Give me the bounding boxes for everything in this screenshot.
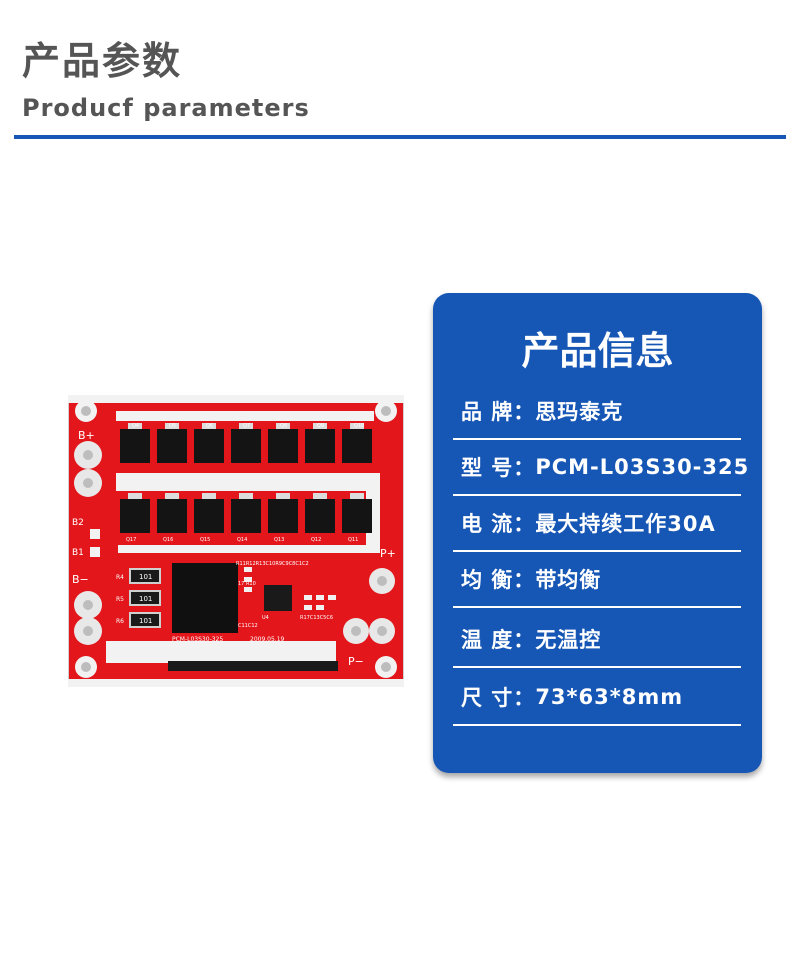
label-r4: R4 xyxy=(116,574,124,581)
info-row-label: 电 流： xyxy=(461,512,536,536)
info-row-size: 尺 寸： 73*63*8mm xyxy=(453,670,741,726)
product-info-title: 产品信息 xyxy=(521,329,674,373)
info-row-value: 最大持续工作30A xyxy=(535,512,716,536)
label-r5: R5 xyxy=(116,596,124,603)
top-ref-4: Q8 xyxy=(280,423,287,429)
info-row-value: 带均衡 xyxy=(535,568,602,592)
bottom-ref-3: Q14 xyxy=(237,537,247,543)
top-ref-1: Q5 xyxy=(169,423,176,429)
bottom-ref-0: Q17 xyxy=(126,537,136,543)
info-row-label: 尺 寸： xyxy=(461,686,536,710)
ic-refs-4: U4 xyxy=(262,615,269,621)
info-row-label: 温 度： xyxy=(461,628,536,652)
page-title: 产品参数 xyxy=(22,39,183,83)
label-b-plus: B+ xyxy=(78,429,95,442)
header-divider xyxy=(14,135,786,139)
ic-refs-3: C11C12 xyxy=(238,623,258,629)
pcb-board-image: B+ B2 B1 B− P+ P− R4 R5 R6 101 101 101 P… xyxy=(67,394,405,688)
label-p-minus: P− xyxy=(348,655,364,668)
top-ref-5: Q9 xyxy=(317,423,324,429)
info-row-value: PCM-L03S30-325 xyxy=(535,455,750,479)
info-row-temperature: 温 度： 无温控 xyxy=(453,612,741,668)
info-row-value: 无温控 xyxy=(535,628,602,652)
ic-refs-2: 17 R10 xyxy=(238,581,256,587)
label-b2: B2 xyxy=(72,518,84,528)
resistor-r6-value: 101 xyxy=(139,617,152,625)
bottom-ref-1: Q16 xyxy=(163,537,173,543)
bottom-ref-5: Q12 xyxy=(311,537,321,543)
info-row-brand: 品 牌： 思玛泰克 xyxy=(453,384,741,440)
top-ref-2: Q6 xyxy=(206,423,213,429)
info-row-current: 电 流： 最大持续工作30A xyxy=(453,496,741,552)
board-model-marking: PCM-L03S30-325 xyxy=(172,636,223,643)
ic-refs-1: R11R12R13C10R9C9C8C1C2 xyxy=(236,561,309,567)
resistor-r4-value: 101 xyxy=(139,573,152,581)
product-info-card xyxy=(433,293,762,773)
info-row-label: 均 衡： xyxy=(461,568,536,592)
label-r6: R6 xyxy=(116,618,124,625)
info-row-value: 73*63*8mm xyxy=(535,685,684,709)
ic-refs-5: R17C13C5C6 xyxy=(300,615,333,621)
info-row-model: 型 号： PCM-L03S30-325 xyxy=(453,440,748,496)
bottom-ref-6: Q11 xyxy=(348,537,358,543)
page-subtitle: Producf parameters xyxy=(22,94,310,122)
label-b1: B1 xyxy=(72,548,84,558)
bottom-ref-4: Q13 xyxy=(274,537,284,543)
top-ref-0: Q4 xyxy=(132,423,139,429)
top-ref-6: Q10 xyxy=(354,423,364,429)
info-row-balance: 均 衡： 带均衡 xyxy=(453,552,741,608)
info-row-label: 型 号： xyxy=(461,456,536,480)
board-date-marking: 2009.05.19 xyxy=(250,636,285,643)
top-ref-3: Q7 xyxy=(243,423,250,429)
bottom-ref-2: Q15 xyxy=(200,537,210,543)
label-b-minus: B− xyxy=(72,573,89,586)
label-p-plus: P+ xyxy=(380,547,396,560)
resistor-r5-value: 101 xyxy=(139,595,152,603)
info-row-value: 思玛泰克 xyxy=(535,400,624,424)
info-row-label: 品 牌： xyxy=(461,400,536,424)
